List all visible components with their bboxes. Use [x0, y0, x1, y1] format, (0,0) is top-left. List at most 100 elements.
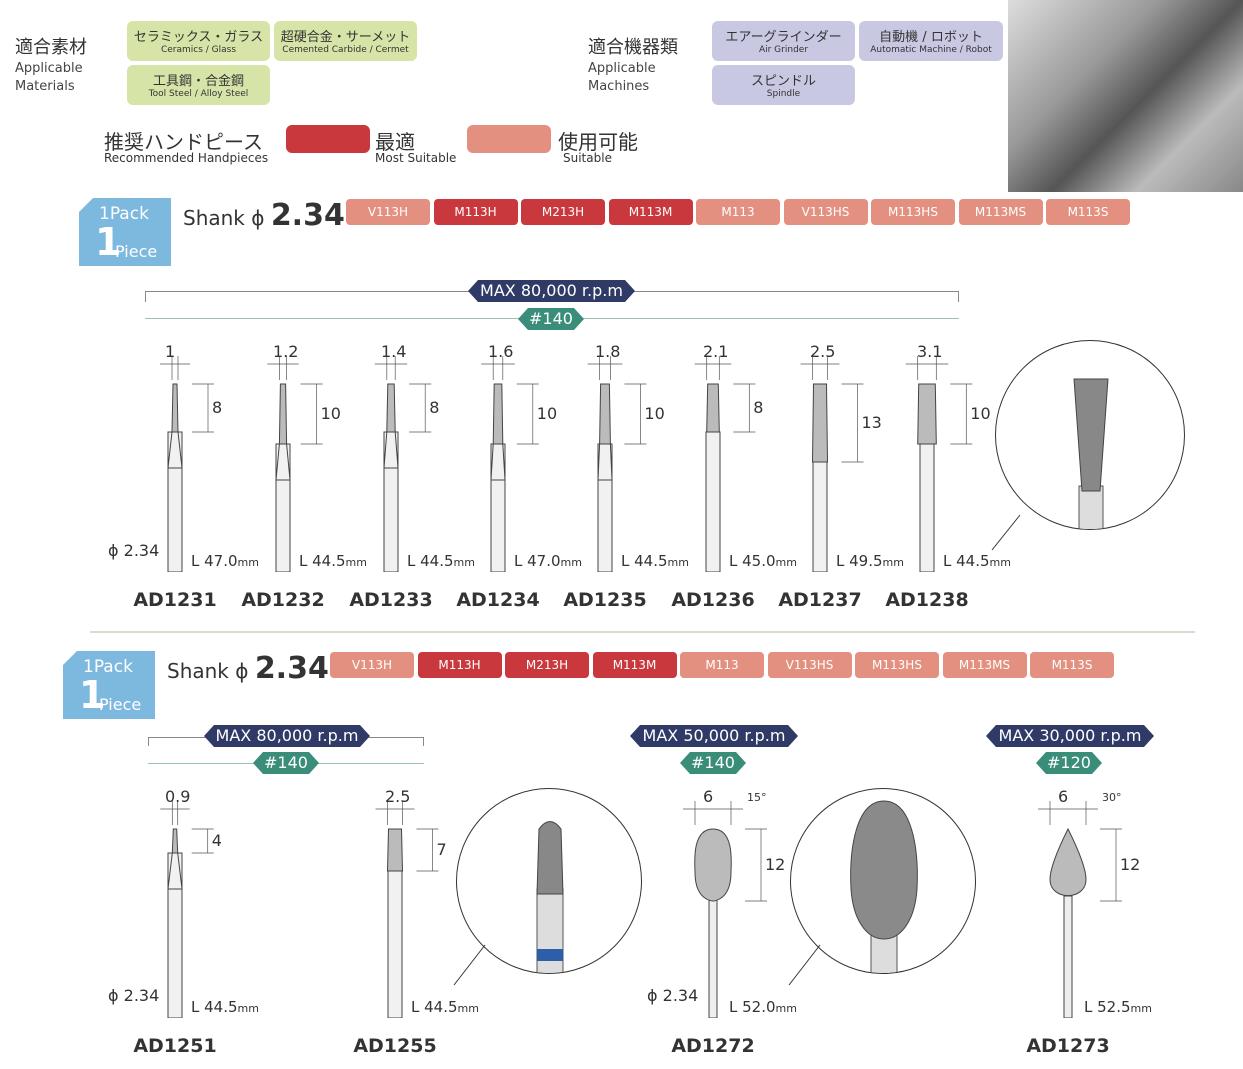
- tool-drawing: [481, 356, 539, 572]
- tool-diameter: 1.8: [595, 342, 621, 361]
- tool-name-ad1255: AD1255: [353, 1035, 437, 1057]
- tool-length-unit: mm: [457, 1002, 479, 1015]
- tool-head-length: 8: [212, 398, 223, 417]
- magnified-view: [995, 340, 1185, 530]
- handpiece-m113h: M113H: [417, 652, 502, 678]
- tool-length-value: L 47.0: [191, 552, 238, 570]
- tool-drawing: [374, 356, 432, 572]
- tool-length-unit: mm: [237, 1002, 259, 1015]
- grit-badge-140b: #140: [680, 752, 746, 774]
- machines-title: 適合機器類: [588, 37, 678, 58]
- tool-name-ad1231: AD1231: [133, 589, 217, 611]
- tool-length: L 47.0mm: [514, 552, 582, 570]
- handpiece-m113hs: M113HS: [871, 199, 955, 225]
- tool-length-value: L 52.0: [729, 998, 776, 1016]
- tool-name-ad1235: AD1235: [563, 589, 647, 611]
- tool-drawing: [905, 356, 973, 572]
- tool-diameter: 6: [703, 787, 714, 806]
- handpiece-m113m: M113M: [592, 652, 677, 678]
- tool-length-value: L 44.5: [621, 552, 668, 570]
- tool-length: L 44.5mm: [407, 552, 475, 570]
- tool-diameter: 1.6: [488, 342, 514, 361]
- tool-diameter: 2.5: [385, 787, 411, 806]
- tool-length-unit: mm: [989, 556, 1011, 569]
- tool-head-length: 8: [429, 398, 440, 417]
- handpiece-m213h: M213H: [505, 652, 589, 678]
- tool-length-unit: mm: [237, 556, 259, 569]
- handpiece-m113s: M113S: [1046, 199, 1130, 225]
- handpiece-v113hs: V113HS: [767, 652, 852, 678]
- handpiece-v113hs: V113HS: [783, 199, 868, 225]
- tool-length-value: L 49.5: [836, 552, 883, 570]
- tool-length-unit: mm: [453, 556, 475, 569]
- tool-head-length: 7: [436, 840, 447, 859]
- tool-head-length: 10: [320, 404, 341, 423]
- legend-title-en: Recommended Handpieces: [104, 151, 269, 165]
- legend-suitable-swatch: [467, 125, 551, 153]
- materials-title-en: Applicable: [15, 61, 83, 76]
- tool-drawing: [160, 801, 214, 1018]
- tool-length: L 44.5mm: [299, 552, 367, 570]
- tool-name-ad1251: AD1251: [133, 1035, 217, 1057]
- shank-diameter-label-3: ϕ 2.34: [647, 986, 699, 1005]
- product-photo: [1008, 0, 1243, 192]
- tool-length: L 52.0mm: [729, 998, 797, 1016]
- tool-name-ad1234: AD1234: [456, 589, 540, 611]
- tool-length: L 44.5mm: [411, 998, 479, 1016]
- tool-length-value: L 44.5: [411, 998, 458, 1016]
- tool-head-length: 13: [861, 413, 882, 432]
- magnified-view-ad1272: [790, 788, 976, 974]
- legend-most-swatch: [286, 125, 370, 153]
- handpiece-m113ms: M113MS: [958, 199, 1043, 225]
- tool-drawing: [587, 356, 647, 572]
- rpm-badge-80k: MAX 80,000 r.p.m: [204, 725, 370, 747]
- tool-length: L 44.5mm: [191, 998, 259, 1016]
- shank-label-2: Shank ϕ 2.34: [167, 651, 329, 686]
- handpiece-v113h: V113H: [330, 652, 414, 678]
- tool-length: L 52.5mm: [1084, 998, 1152, 1016]
- tool-length-value: L 44.5: [407, 552, 454, 570]
- handpiece-m113ms: M113MS: [942, 652, 1027, 678]
- tool-name-ad1273: AD1273: [1026, 1035, 1110, 1057]
- handpiece-m113: M113: [680, 652, 764, 678]
- tool-diameter: 0.9: [165, 787, 191, 806]
- tool-length-value: L 44.5: [943, 552, 990, 570]
- tool-drawing: [683, 801, 767, 1018]
- legend-title: 推奨ハンドピース: [104, 130, 263, 154]
- tool-name-ad1237: AD1237: [778, 589, 862, 611]
- grit-badge-120: #120: [1036, 752, 1102, 774]
- tool-diameter: 2.5: [810, 342, 836, 361]
- tool-diameter: 1: [165, 342, 176, 361]
- tool-length: L 49.5mm: [836, 552, 904, 570]
- machines-title-en: Applicable: [588, 61, 656, 76]
- tool-length-unit: mm: [667, 556, 689, 569]
- tool-drawing: [800, 356, 864, 572]
- tool-length-unit: mm: [775, 1002, 797, 1015]
- tool-drawing: [267, 356, 323, 572]
- legend-suitable-en: Suitable: [563, 151, 612, 165]
- rpm-badge: MAX 80,000 r.p.m: [468, 280, 635, 302]
- materials-title-en-2: Materials: [15, 79, 75, 94]
- tool-head-length: 4: [211, 831, 222, 850]
- legend-most-en: Most Suitable: [375, 151, 457, 165]
- tool-drawing: [1038, 801, 1122, 1018]
- tool-angle: 15°: [747, 791, 767, 804]
- tool-drawing: [694, 356, 756, 572]
- tool-head-length: 12: [1120, 855, 1141, 874]
- tool-head-length: 10: [970, 404, 991, 423]
- tool-name-ad1233: AD1233: [349, 589, 433, 611]
- tool-diameter: 1.2: [273, 342, 299, 361]
- materials-title: 適合素材: [15, 37, 87, 58]
- section-divider: [90, 631, 1195, 633]
- handpiece-m113: M113: [696, 199, 780, 225]
- grit-badge-140a: #140: [253, 752, 319, 774]
- magnified-view-ad1255: [456, 788, 642, 974]
- tool-drawing: [375, 801, 439, 1018]
